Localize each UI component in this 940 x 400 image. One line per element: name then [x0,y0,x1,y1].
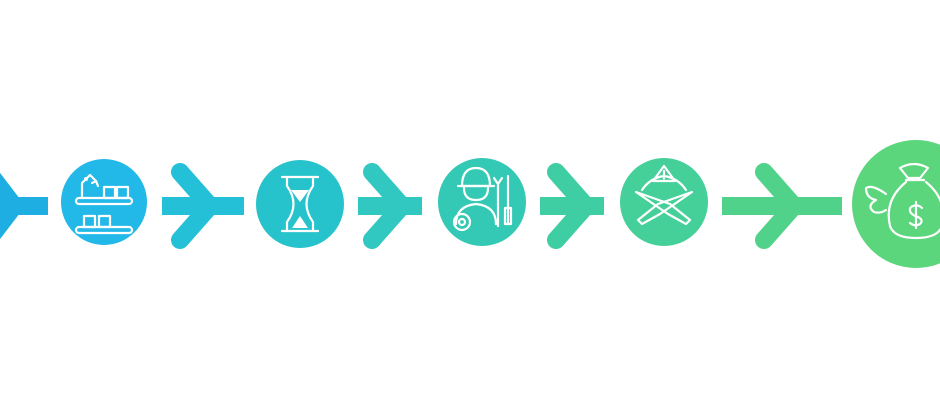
arrow-right-icon [0,172,23,240]
step-circle [256,160,344,248]
step-circle [852,140,940,268]
step-circle [438,158,526,246]
flow-step-4 [620,158,708,246]
flow-arrow-1 [0,172,48,240]
flow-arrow-2 [162,163,244,249]
flow-step-1 [61,159,147,245]
flow-arrow-5 [722,163,842,249]
arrow-right-icon [755,163,803,249]
crossed-arms-warning-icon [634,164,694,226]
flow-step-5 [852,140,940,268]
flow-step-2 [256,160,344,248]
worker-tools-gear-icon [452,166,513,232]
money-bag-wings-icon [864,162,940,240]
arrow-right-icon [363,163,411,249]
flow-step-3 [438,158,526,246]
factory-conveyor-icon [74,173,134,235]
flow-arrow-3 [358,163,422,249]
arrow-right-icon [547,163,595,249]
arrow-right-icon [171,163,219,249]
hourglass-icon [280,175,320,233]
flow-arrow-4 [540,163,604,249]
step-circle [61,159,147,245]
